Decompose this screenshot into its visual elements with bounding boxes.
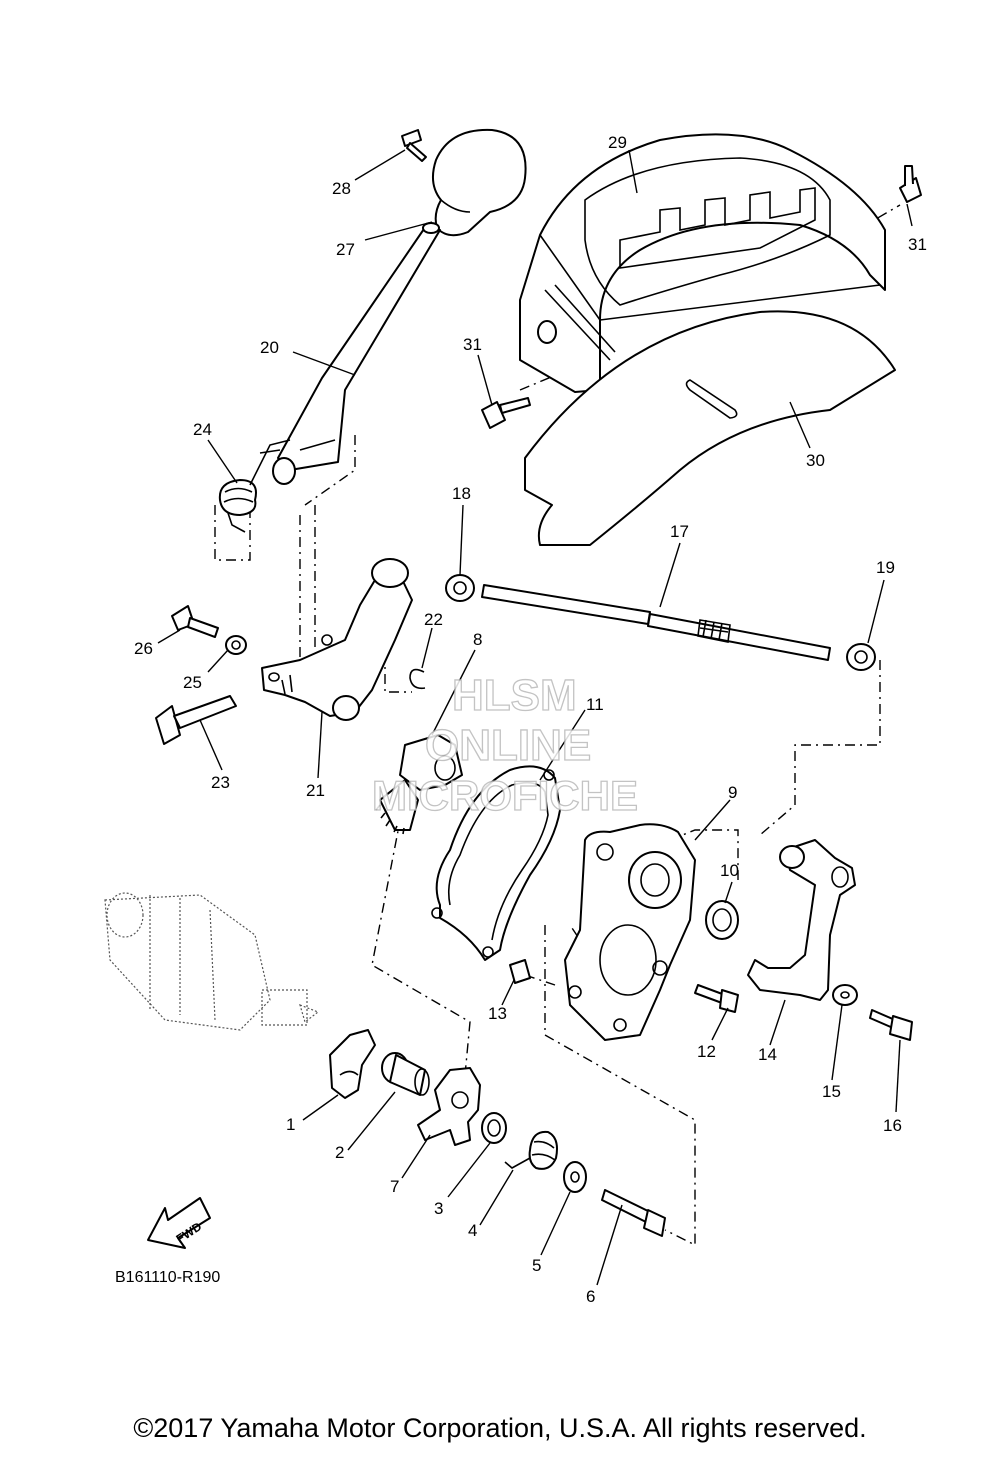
watermark-line-2: ONLINE [425, 721, 591, 770]
stopper-plate-part-1 [329, 1029, 376, 1099]
callout-22: 22 [424, 610, 443, 629]
shift-shaft-part-17 [481, 584, 831, 661]
callout-3: 3 [434, 1199, 443, 1218]
callout-30: 30 [806, 451, 825, 470]
watermark-line-1: HLSM [452, 671, 577, 720]
callout-27: 27 [336, 240, 355, 259]
callout-31-right: 31 [908, 235, 927, 254]
bolt-part-16 [869, 1009, 913, 1041]
dowel-pin-part-13 [509, 959, 531, 984]
callout-21: 21 [306, 781, 325, 800]
gasket-part-11 [431, 765, 561, 961]
washer-part-5 [563, 1161, 587, 1193]
forward-arrow-icon: FWD [147, 1197, 211, 1249]
bolt-part-31-left [481, 397, 531, 429]
callout-19: 19 [876, 558, 895, 577]
watermark: HLSM ONLINE MICROFICHE [371, 670, 638, 819]
copyright-notice: ©2017 Yamaha Motor Corporation, U.S.A. A… [133, 1413, 867, 1443]
diagram-code: B161110-R190 [115, 1269, 220, 1286]
screw-part-28 [401, 129, 427, 162]
callout-26: 26 [134, 639, 153, 658]
callout-24: 24 [193, 420, 212, 439]
callout-29: 29 [608, 133, 627, 152]
callout-labels: 1 2 3 4 5 6 7 8 9 10 11 12 13 14 15 16 1… [134, 133, 927, 1306]
collar-part-18 [445, 574, 475, 602]
shift-knob-part-27 [431, 128, 527, 237]
callout-23: 23 [211, 773, 230, 792]
callout-8: 8 [473, 630, 482, 649]
callout-7: 7 [390, 1177, 399, 1196]
callout-6: 6 [586, 1287, 595, 1306]
callout-14: 14 [758, 1045, 777, 1064]
callout-31-left: 31 [463, 335, 482, 354]
spring-part-4 [504, 1130, 558, 1170]
callout-1: 1 [286, 1115, 295, 1134]
spring-part-24 [218, 439, 291, 533]
shift-drum [104, 892, 320, 1031]
callout-13: 13 [488, 1004, 507, 1023]
bolt-part-6 [601, 1189, 666, 1237]
callout-17: 17 [670, 522, 689, 541]
collar-part-19 [846, 643, 876, 671]
leader-lines [157, 149, 913, 1286]
callout-18: 18 [452, 484, 471, 503]
callout-25: 25 [183, 673, 202, 692]
callout-16: 16 [883, 1116, 902, 1135]
oil-seal-part-10 [705, 900, 739, 940]
segment-gear-part-8 [375, 734, 463, 835]
callout-12: 12 [697, 1042, 716, 1061]
lever-assembly-part-21 [261, 558, 413, 721]
washer-part-3 [481, 1112, 507, 1144]
gear-part-7 [417, 1067, 481, 1146]
bolt-part-31-right [899, 165, 922, 203]
callout-11: 11 [586, 695, 604, 714]
shift-lever-part-20 [272, 222, 441, 485]
shift-gate-cover-part-29 [519, 133, 886, 393]
washer-part-25 [225, 635, 247, 655]
washer-part-15 [832, 984, 858, 1006]
circlip-part-22 [409, 668, 426, 690]
shift-arm-part-14 [747, 839, 856, 1001]
callout-4: 4 [468, 1221, 477, 1240]
bolt-part-26 [171, 605, 219, 638]
collar-part-2 [381, 1052, 430, 1096]
housing-cover-part-9 [564, 823, 696, 1041]
bolt-part-23 [155, 695, 237, 745]
callout-10: 10 [720, 861, 739, 880]
callout-9: 9 [728, 783, 737, 802]
callout-2: 2 [335, 1143, 344, 1162]
watermark-line-3: MICROFICHE [372, 772, 638, 819]
callout-5: 5 [532, 1256, 541, 1275]
bolt-part-12 [694, 984, 739, 1013]
callout-28: 28 [332, 179, 351, 198]
callout-20: 20 [260, 338, 279, 357]
cover-plate-part-30 [524, 310, 896, 546]
callout-15: 15 [822, 1082, 841, 1101]
